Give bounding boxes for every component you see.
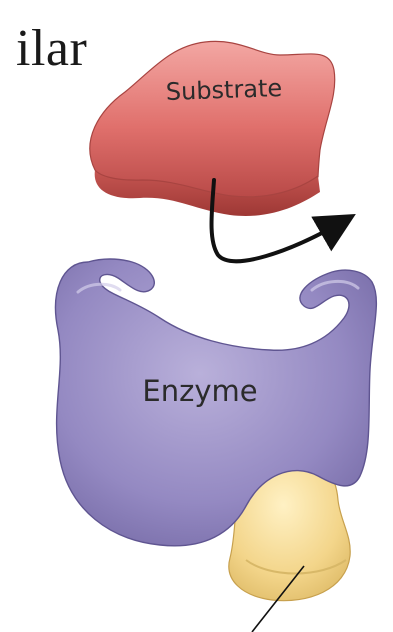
- enzyme-label: Enzyme: [120, 374, 280, 408]
- cut-off-text: ilar: [16, 23, 87, 75]
- substrate-label: Substrate: [139, 73, 310, 107]
